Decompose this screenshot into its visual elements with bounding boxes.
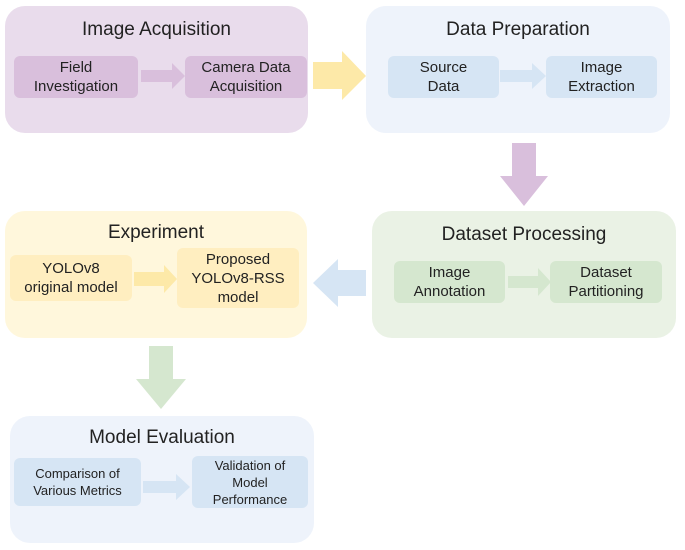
panel-data-preparation: Data Preparation Source Data Image Extra… bbox=[366, 6, 670, 133]
step-validation-of-model-performance: Validation of Model Performance bbox=[192, 456, 308, 508]
panel-title: Experiment bbox=[107, 222, 205, 243]
arrow-right-icon bbox=[500, 63, 546, 89]
panel-title: Dataset Processing bbox=[441, 224, 607, 245]
arrow-right-icon bbox=[313, 51, 366, 100]
step-dataset-partitioning: Dataset Partitioning bbox=[550, 261, 662, 303]
arrow-right-icon bbox=[141, 63, 185, 89]
panel-title: Model Evaluation bbox=[89, 427, 235, 448]
arrow-down-icon bbox=[136, 346, 186, 409]
panel-experiment: Experiment YOLOv8 original model Propose… bbox=[5, 211, 307, 338]
step-image-extraction: Image Extraction bbox=[546, 56, 657, 98]
arrow-right-icon bbox=[508, 268, 551, 296]
step-camera-data-acquisition: Camera Data Acquisition bbox=[185, 56, 307, 98]
panel-dataset-processing: Dataset Processing Image Annotation Data… bbox=[372, 211, 676, 338]
arrow-right-icon bbox=[143, 474, 190, 500]
panel-model-evaluation: Model Evaluation Comparison of Various M… bbox=[10, 416, 314, 543]
panel-image-acquisition: Image Acquisition Field Investigation Ca… bbox=[5, 6, 308, 133]
step-source-data: Source Data bbox=[388, 56, 499, 98]
step-yolov8-original-model: YOLOv8 original model bbox=[10, 255, 132, 301]
panel-title: Image Acquisition bbox=[82, 19, 231, 40]
step-image-annotation: Image Annotation bbox=[394, 261, 505, 303]
step-comparison-of-various-metrics: Comparison of Various Metrics bbox=[14, 458, 141, 506]
step-field-investigation: Field Investigation bbox=[14, 56, 138, 98]
arrow-down-icon bbox=[500, 143, 548, 206]
arrow-left-icon bbox=[313, 259, 366, 307]
step-proposed-yolov8-rss-model: Proposed YOLOv8-RSS model bbox=[177, 248, 299, 308]
panel-title: Data Preparation bbox=[446, 19, 590, 40]
arrow-right-icon bbox=[134, 265, 177, 293]
